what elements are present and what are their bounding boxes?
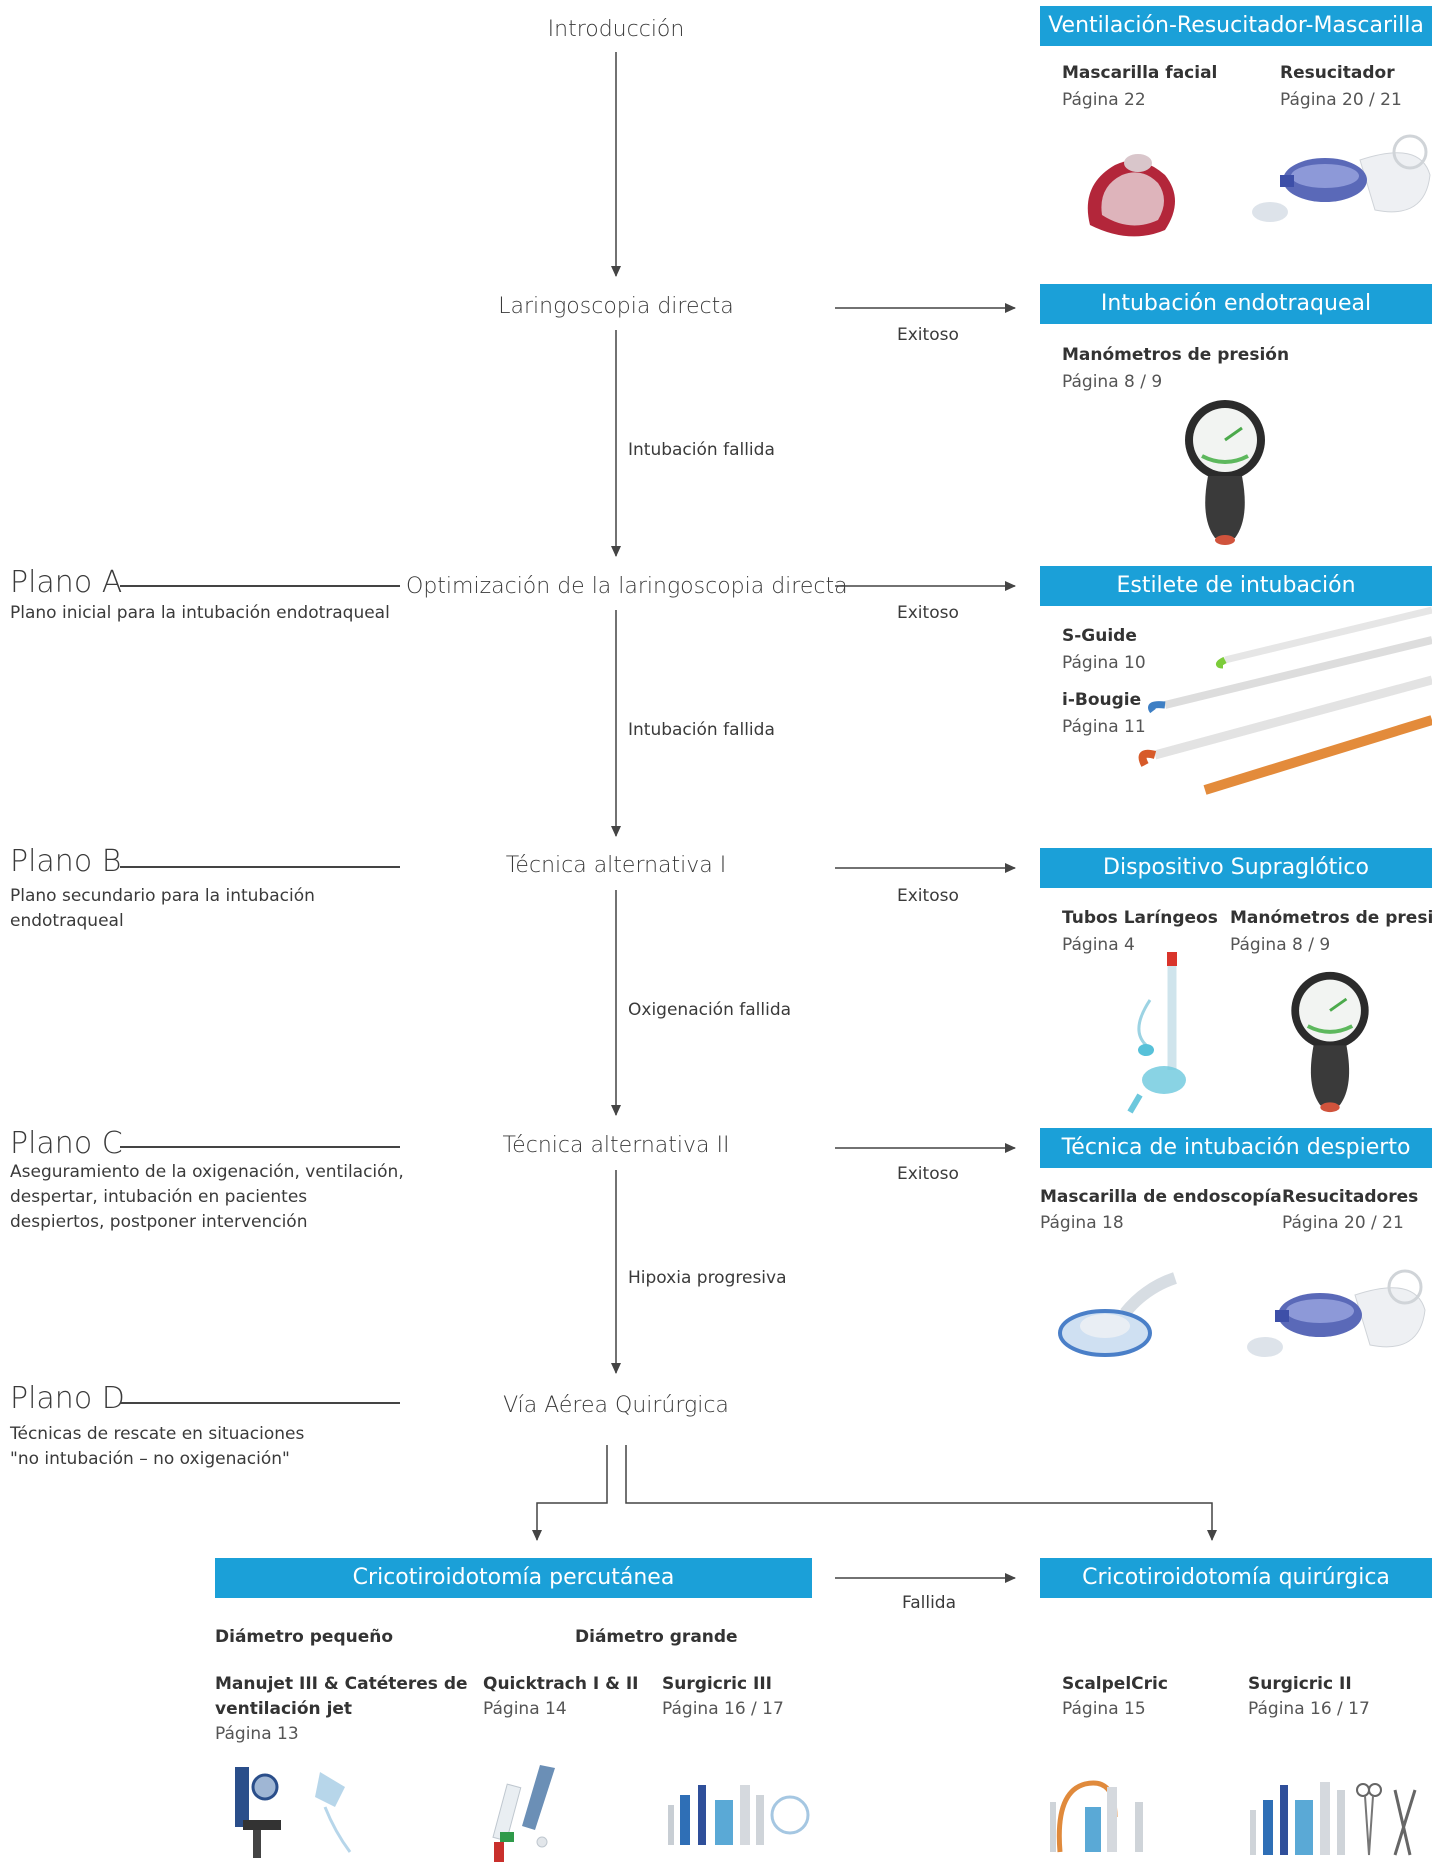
box-supraglotico-header: Dispositivo Supraglótico bbox=[1040, 848, 1432, 888]
edge-label-exitoso: Exitoso bbox=[897, 325, 959, 345]
product-name: Surgicric II bbox=[1248, 1674, 1352, 1694]
box-intubacion-header: Intubación endotraqueal bbox=[1040, 284, 1432, 324]
pressure-gauge-icon bbox=[1185, 400, 1265, 545]
product-name: ventilación jet bbox=[215, 1699, 353, 1719]
product-page: Página 10 bbox=[1062, 653, 1146, 673]
plan-c-title: Plano C bbox=[10, 1126, 123, 1161]
plan-d-line bbox=[120, 1402, 400, 1404]
product-page: Página 20 / 21 bbox=[1282, 1213, 1404, 1233]
product-page: Página 8 / 9 bbox=[1230, 935, 1331, 955]
product-name: ScalpelCric bbox=[1062, 1674, 1168, 1694]
edge-label-intubacion-fallida: Intubación fallida bbox=[628, 720, 775, 740]
product-name: Resucitador bbox=[1280, 63, 1395, 83]
edge-label-exitoso: Exitoso bbox=[897, 603, 959, 623]
edge-label-exitoso: Exitoso bbox=[897, 886, 959, 906]
plan-b-title: Plano B bbox=[10, 844, 122, 879]
plan-a-line bbox=[120, 585, 400, 587]
pressure-gauge-icon bbox=[1291, 971, 1369, 1113]
product-page: Página 20 / 21 bbox=[1280, 90, 1402, 110]
product-name: Resucitadores bbox=[1282, 1187, 1419, 1207]
edge-label-fallida: Fallida bbox=[902, 1593, 957, 1613]
product-page: Página 22 bbox=[1062, 90, 1146, 110]
step-via-aerea-quirurgica: Vía Aérea Quirúrgica bbox=[503, 1393, 729, 1418]
product-name: Manómetros de presión bbox=[1062, 345, 1290, 365]
step-tecnica-alternativa-1: Técnica alternativa I bbox=[505, 853, 727, 878]
box-percutanea-header: Cricotiroidotomía percutánea bbox=[215, 1558, 812, 1598]
edge-label-intubacion-fallida: Intubación fallida bbox=[628, 440, 775, 460]
plan-a-desc: Plano inicial para la intubación endotra… bbox=[10, 603, 390, 623]
product-name: Surgicric III bbox=[662, 1674, 772, 1694]
plan-c-desc: Aseguramiento de la oxigenación, ventila… bbox=[10, 1162, 404, 1232]
product-page: Página 18 bbox=[1040, 1213, 1124, 1233]
edge-label-hipoxia-progresiva: Hipoxia progresiva bbox=[628, 1268, 787, 1288]
surgicric-kit-icon bbox=[1250, 1782, 1417, 1856]
plan-b-desc: Plano secundario para la intubación endo… bbox=[10, 886, 315, 931]
face-mask-icon bbox=[1087, 154, 1175, 237]
product-page: Página 16 / 17 bbox=[1248, 1699, 1370, 1719]
product-page: Página 14 bbox=[483, 1699, 567, 1719]
product-page: Página 11 bbox=[1062, 717, 1146, 737]
product-name: Manujet III & Catéteres de bbox=[215, 1674, 468, 1694]
box-despierto-header: Técnica de intubación despierto bbox=[1040, 1128, 1432, 1168]
arrow-via-to-quirurgica bbox=[625, 1445, 1217, 1541]
endoscopy-mask-icon bbox=[1058, 1272, 1178, 1357]
plan-b-line bbox=[120, 866, 400, 868]
step-tecnica-alternativa-2: Técnica alternativa II bbox=[502, 1133, 730, 1158]
box-ventilacion-header: Ventilación-Resucitador-Mascarilla bbox=[1040, 6, 1432, 46]
step-optimizacion: Optimización de la laringoscopia directa bbox=[406, 574, 848, 599]
laryngeal-tube-icon bbox=[1127, 952, 1186, 1114]
product-name: Tubos Laríngeos bbox=[1062, 908, 1218, 928]
product-name: Quicktrach I & II bbox=[483, 1674, 639, 1694]
resuscitator-icon bbox=[1252, 134, 1431, 222]
edge-label-oxigenacion-fallida: Oxigenación fallida bbox=[628, 1000, 792, 1020]
arrow-via-to-percutanea bbox=[532, 1445, 608, 1541]
jet-ventilation-icon bbox=[235, 1767, 352, 1858]
resuscitator-icon bbox=[1247, 1269, 1426, 1357]
product-name: i-Bougie bbox=[1062, 690, 1142, 710]
edge-label-exitoso: Exitoso bbox=[897, 1164, 959, 1184]
diametro-grande-label: Diámetro grande bbox=[575, 1627, 738, 1647]
product-page: Página 16 / 17 bbox=[662, 1699, 784, 1719]
step-introduccion: Introducción bbox=[547, 17, 685, 42]
diametro-pequeno-label: Diámetro pequeño bbox=[215, 1627, 394, 1647]
product-page: Página 13 bbox=[215, 1724, 299, 1744]
box-estilete-header: Estilete de intubación bbox=[1040, 566, 1432, 606]
scalpelcric-kit-icon bbox=[1050, 1780, 1143, 1853]
product-page: Página 8 / 9 bbox=[1062, 372, 1163, 392]
plan-d-title: Plano D bbox=[10, 1381, 125, 1416]
plan-d-desc-line1: Técnicas de rescate en situaciones bbox=[10, 1424, 305, 1444]
step-laringoscopia-directa: Laringoscopia directa bbox=[498, 294, 734, 319]
product-page: Página 4 bbox=[1062, 935, 1135, 955]
plan-c-line bbox=[120, 1146, 400, 1148]
product-name: Mascarilla facial bbox=[1062, 63, 1218, 83]
product-name: Manómetros de presión bbox=[1230, 908, 1434, 928]
quicktrach-icon bbox=[492, 1765, 555, 1862]
product-name: Mascarilla de endoscopía bbox=[1040, 1187, 1282, 1207]
stylet-icon bbox=[1138, 606, 1432, 795]
product-page: Página 15 bbox=[1062, 1699, 1146, 1719]
box-quirurgica-header: Cricotiroidotomía quirúrgica bbox=[1040, 1558, 1432, 1598]
product-name: S-Guide bbox=[1062, 626, 1137, 646]
plan-d-desc-line2: "no intubación – no oxigenación" bbox=[10, 1449, 290, 1469]
plan-a-title: Plano A bbox=[10, 565, 123, 600]
surgicric-kit-icon bbox=[668, 1785, 810, 1845]
